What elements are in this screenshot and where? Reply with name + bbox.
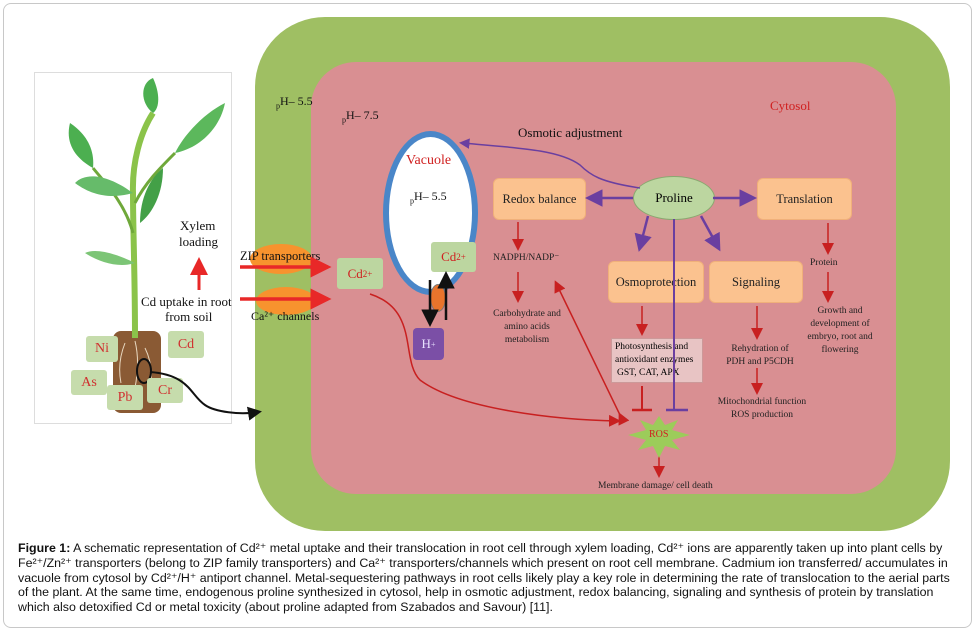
zip-transporters-label: ZIP transporters	[240, 249, 321, 263]
figure-caption: Figure 1: A schematic representation of …	[18, 541, 962, 615]
ros-burst-icon	[628, 416, 690, 458]
plant-illustration	[68, 78, 225, 413]
xylem-label: Xylem	[180, 218, 216, 233]
root-to-cell-arrow	[149, 371, 262, 421]
leaf-icon	[143, 78, 159, 113]
vacuole-ph: pH– 5.5	[410, 189, 447, 206]
ca-channels-label: Ca²⁺ channels	[251, 309, 320, 323]
osmotic-adjustment-arrow	[459, 138, 641, 189]
uptake-label-2: from soil	[165, 309, 213, 324]
nadph-label: NADPH/NADP⁻	[493, 253, 560, 263]
cell-wall-ph: pH– 5.5	[276, 94, 313, 111]
cytosol-ph: pH– 7.5	[342, 108, 379, 125]
ros-label: ROS	[649, 429, 669, 440]
figure-frame	[3, 3, 972, 628]
metal-tag-ni: Ni	[86, 336, 118, 362]
membrane-damage-label: Membrane damage/ cell death	[598, 481, 713, 491]
leaf-icon	[85, 251, 135, 265]
translation-box: Translation	[757, 178, 852, 220]
leaf-icon	[140, 168, 163, 223]
ros-nadph-arrow	[554, 280, 630, 426]
leaf-icon	[175, 103, 225, 153]
xylem-label-2: loading	[179, 234, 218, 249]
proton-box: H+	[413, 328, 444, 360]
cytosol-label: Cytosol	[770, 98, 811, 113]
cd-to-ros-arrow	[369, 293, 621, 427]
leaf-icon	[75, 176, 133, 196]
proline-to-signaling-arrow	[699, 215, 721, 252]
signaling-box: Signaling	[709, 261, 803, 303]
proline-to-osmoprotection-arrow	[634, 215, 652, 252]
plant-panel	[34, 72, 232, 424]
caption-label: Figure 1:	[18, 541, 71, 555]
uptake-label: Cd uptake in root	[141, 294, 232, 309]
metal-tag-as: As	[71, 370, 107, 395]
stem-icon	[129, 111, 156, 339]
metal-tag-cr: Cr	[147, 378, 183, 403]
vacuole-label: Vacuole	[406, 153, 452, 168]
metal-tag-cd: Cd	[168, 331, 204, 358]
root-highlight-circle	[136, 358, 152, 384]
redox-balance-box: Redox balance	[493, 178, 586, 220]
zip-transporter-icon	[250, 244, 312, 274]
metal-tag-pb: Pb	[107, 385, 143, 410]
protein-label: Protein	[810, 258, 838, 268]
caption-text: A schematic representation of Cd²⁺ metal…	[18, 541, 950, 615]
ca-channel-icon	[256, 287, 316, 315]
osmotic-adjustment-label: Osmotic adjustment	[518, 125, 623, 140]
leaf-icon	[68, 123, 94, 168]
